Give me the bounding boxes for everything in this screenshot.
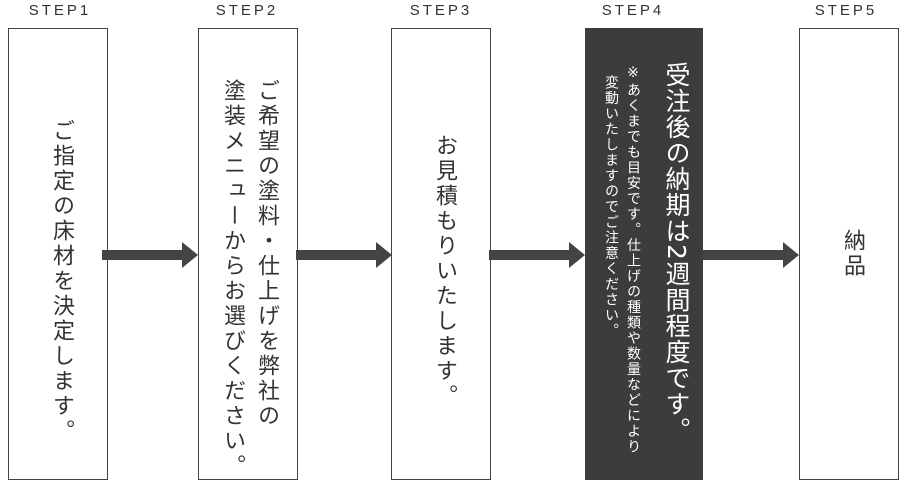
step2-text-line2: 塗装メニューからお選びください。 — [220, 79, 245, 479]
step3-box: お見積もりいたします。 — [391, 28, 491, 480]
step4-note-line2: 変動いたしますのでご注意ください。 — [603, 75, 619, 339]
step1-text: ご指定の床材を決定します。 — [49, 119, 74, 444]
step3-label: STEP3 — [409, 2, 473, 19]
step5-text: 納品 — [840, 229, 865, 279]
step1-box: ご指定の床材を決定します。 — [8, 28, 108, 480]
arrow-step1-to-step2 — [102, 242, 198, 268]
step3-text: お見積もりいたします。 — [432, 134, 457, 409]
step2-box: ご希望の塗料・仕上げを弊社の 塗装メニューからお選びください。 — [198, 28, 298, 480]
step4-note-line1: ※あくまでも目安です。仕上げの種類や数量などにより — [625, 65, 641, 455]
step5-label: STEP5 — [814, 2, 878, 19]
step5-box: 納品 — [799, 28, 899, 480]
step4-label: STEP4 — [601, 2, 665, 19]
step4-text: 受注後の納期は2週間程度です。 — [662, 62, 691, 443]
arrow-step2-to-step3 — [296, 242, 392, 268]
arrow-step3-to-step4 — [489, 242, 585, 268]
step4-box: 受注後の納期は2週間程度です。 ※あくまでも目安です。仕上げの種類や数量などによ… — [585, 28, 703, 480]
step2-label: STEP2 — [215, 2, 279, 19]
arrow-step4-to-step5 — [703, 242, 799, 268]
step1-label: STEP1 — [28, 2, 92, 19]
step2-text-line1: ご希望の塗料・仕上げを弊社の — [254, 79, 279, 429]
